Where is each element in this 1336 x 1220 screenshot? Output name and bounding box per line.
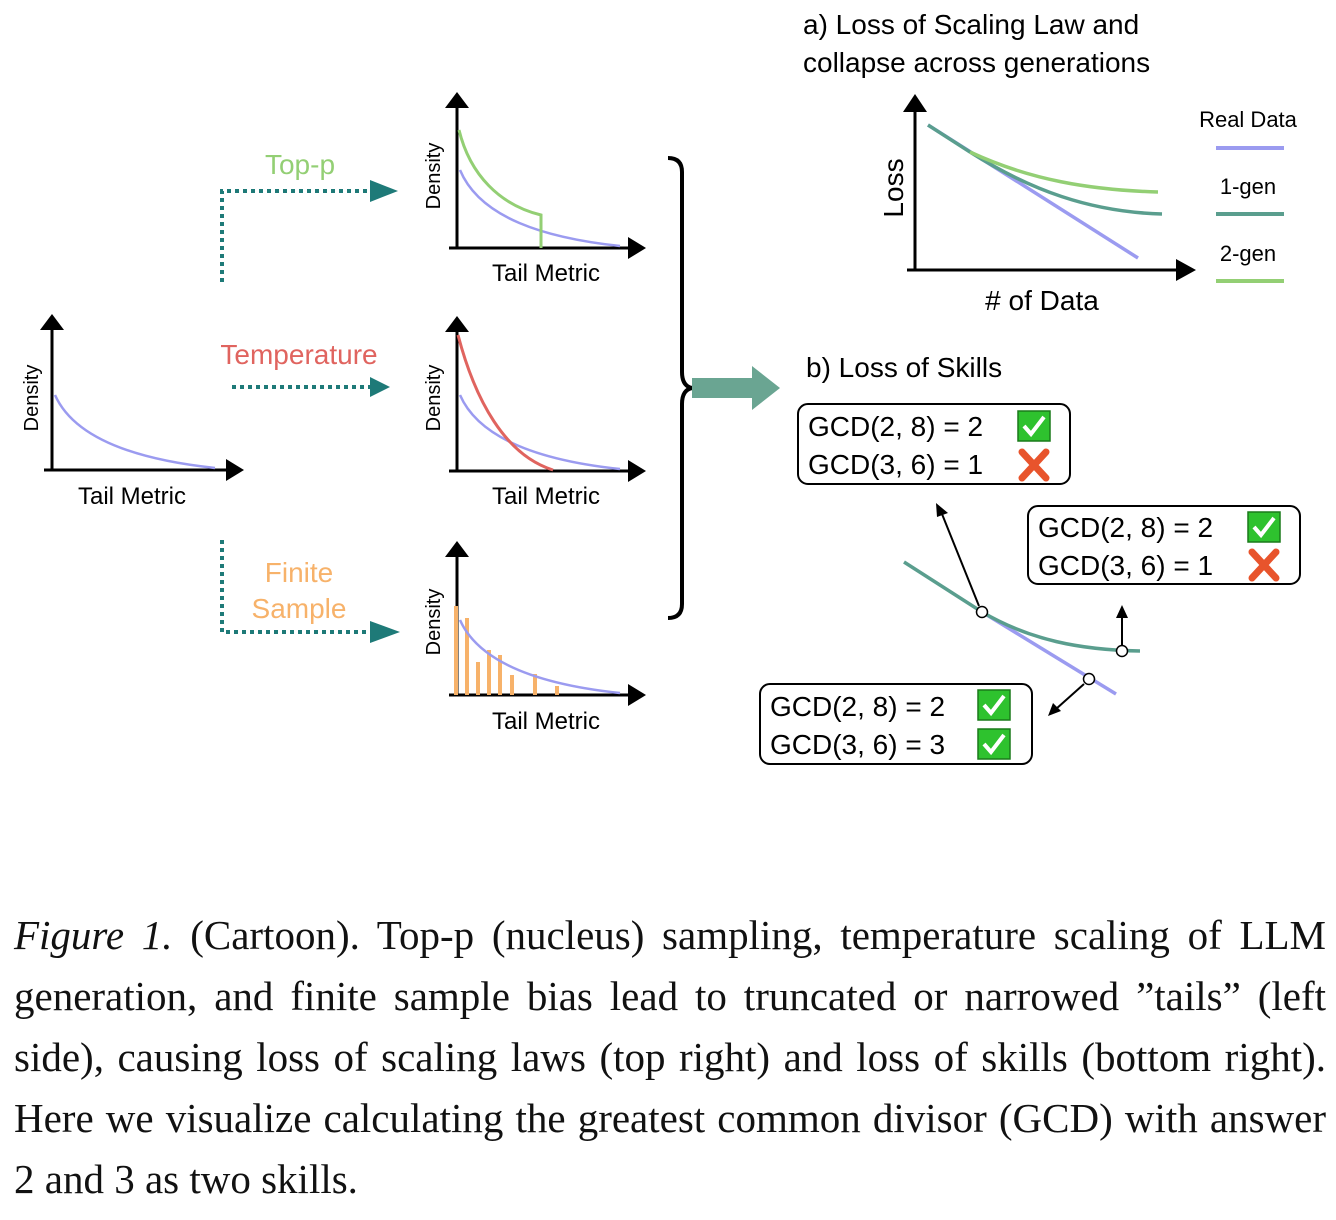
finite-sample-density-panel: Density Tail Metric: [423, 541, 646, 735]
figure-1-cartoon: Density Tail Metric Top-p Temperature Fi…: [21, 9, 1301, 765]
temperature-xlabel: Tail Metric: [492, 483, 600, 510]
top-p-truncated-curve: [457, 129, 543, 248]
real-distribution-curve: [53, 394, 216, 470]
cross-icon: [1018, 448, 1050, 482]
transform-arrows: Top-p Temperature Finite Sample: [220, 149, 400, 643]
legend-1-gen: 1-gen: [1220, 174, 1276, 199]
gcd-line: GCD(2, 8) = 2: [770, 691, 945, 722]
gen2-curve: [969, 150, 1159, 194]
skills-title: b) Loss of Skills: [806, 352, 1002, 383]
scaling-ylabel: Loss: [878, 158, 909, 217]
left-density-panel: Density Tail Metric: [21, 314, 244, 510]
real-point: [1082, 672, 1096, 686]
gen1-point: [1115, 644, 1129, 658]
check-icon: [1017, 410, 1051, 442]
figure-caption: Figure 1. (Cartoon). Top-p (nucleus) sam…: [14, 905, 1326, 1210]
caption-lead: Figure 1.: [14, 912, 173, 958]
cross-icon: [1248, 548, 1280, 582]
gcd-box-2: GCD(2, 8) = 2 GCD(3, 6) = 1: [1027, 505, 1301, 585]
caption-text: (Cartoon). Top-p (nucleus) sampling, tem…: [14, 912, 1326, 1202]
scaling-title-line2: collapse across generations: [803, 47, 1150, 78]
finite-xlabel: Tail Metric: [492, 708, 600, 735]
gcd-line: GCD(3, 6) = 1: [1038, 550, 1213, 581]
top-p-density-panel: Density Tail Metric: [423, 92, 646, 287]
gcd-line: GCD(2, 8) = 2: [1038, 512, 1213, 543]
real-distribution-curve: [458, 619, 621, 695]
real-distribution-curve: [458, 394, 621, 471]
gcd-line: GCD(3, 6) = 3: [770, 729, 945, 760]
top-p-label: Top-p: [265, 149, 335, 180]
temperature-ylabel: Density: [423, 365, 445, 432]
top-p-xlabel: Tail Metric: [492, 260, 600, 287]
legend-2-gen: 2-gen: [1220, 241, 1276, 266]
gcd-line: GCD(2, 8) = 2: [808, 411, 983, 442]
check-icon: [977, 689, 1011, 721]
branch-point: [975, 605, 989, 619]
top-p-ylabel: Density: [423, 143, 445, 210]
scaling-title-line1: a) Loss of Scaling Law and: [803, 9, 1139, 40]
finite-sample-bars: [454, 606, 559, 695]
loss-of-skills-panel: b) Loss of Skills GCD(2, 8) = 2 GCD(3, 6…: [759, 352, 1301, 765]
gcd-box-3: GCD(2, 8) = 2 GCD(3, 6) = 3: [759, 683, 1033, 765]
check-icon: [1247, 511, 1281, 543]
left-ylabel: Density: [21, 365, 43, 432]
temperature-scaled-curve: [456, 334, 554, 472]
temperature-density-panel: Density Tail Metric: [423, 316, 646, 510]
left-xlabel: Tail Metric: [78, 483, 186, 510]
big-right-arrow: [692, 366, 780, 410]
finite-label-line2: Sample: [252, 593, 347, 624]
right-curly-brace: [667, 156, 693, 620]
gcd-box-1: GCD(2, 8) = 2 GCD(3, 6) = 1: [797, 403, 1071, 485]
temperature-label: Temperature: [220, 339, 377, 370]
check-icon: [977, 728, 1011, 760]
finite-ylabel: Density: [423, 589, 445, 656]
finite-sample-arrow: [220, 540, 372, 634]
top-p-arrow: [220, 189, 372, 282]
gcd-line: GCD(3, 6) = 1: [808, 449, 983, 480]
scaling-law-panel: a) Loss of Scaling Law and collapse acro…: [803, 9, 1298, 316]
finite-label-line1: Finite: [265, 557, 333, 588]
scaling-xlabel: # of Data: [985, 285, 1099, 316]
gen1-curve: [927, 123, 1163, 216]
legend-real-data: Real Data: [1199, 107, 1298, 132]
real-distribution-curve: [458, 169, 621, 248]
